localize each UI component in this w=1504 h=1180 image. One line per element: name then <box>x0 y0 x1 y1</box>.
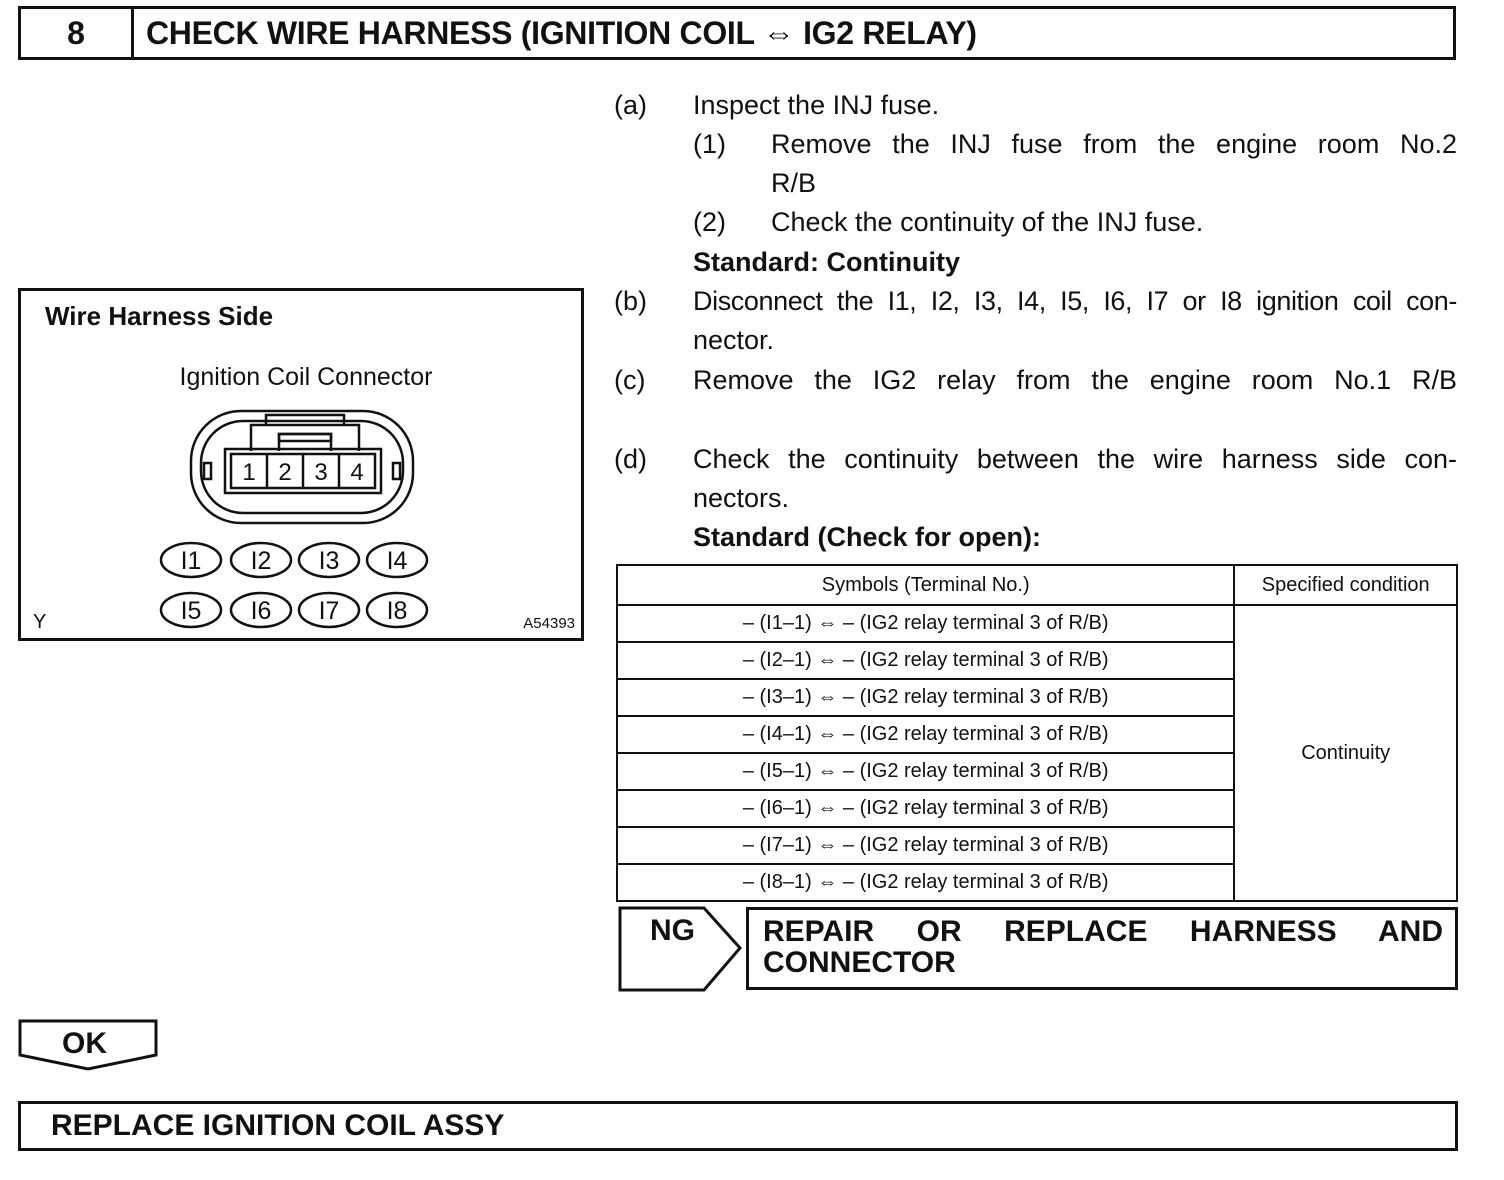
continuity-table: Symbols (Terminal No.) Specified conditi… <box>615 564 1458 902</box>
table-row: – (I2–1) ⇔ – (IG2 relay terminal 3 of R/… <box>615 641 1457 680</box>
table-cell-symbol: – (I6–1) ⇔ – (IG2 relay terminal 3 of R/… <box>615 789 1236 828</box>
step-a2-label: (2) <box>693 207 726 237</box>
connector-oval-i1 <box>159 541 223 579</box>
step-d-label: (d) <box>614 444 647 474</box>
table-row: – (I6–1) ⇔ – (IG2 relay terminal 3 of R/… <box>615 789 1457 828</box>
table-row: – (I1–1) ⇔ – (IG2 relay terminal 3 of R/… <box>615 604 1458 902</box>
ng-result-line2: CONNECTOR <box>763 946 956 979</box>
table-row: – (I8–1) ⇔ – (IG2 relay terminal 3 of R/… <box>615 863 1457 902</box>
table-header-condition: Specified condition <box>1233 564 1458 606</box>
step-d-line2: nectors. <box>693 483 790 513</box>
connector-drawing: 1 2 3 4 I1 I2 I3 I4 I5 I6 I7 I8 <box>159 409 429 629</box>
step-a1-label: (1) <box>693 129 726 159</box>
illustration-title: Wire Harness Side <box>45 301 274 331</box>
connector-oval-i5 <box>159 591 223 629</box>
step-c-label: (c) <box>614 365 646 395</box>
corner-mark: Y <box>33 611 47 633</box>
table-cell-symbol: – (I2–1) ⇔ – (IG2 relay terminal 3 of R/… <box>615 641 1236 680</box>
connector-lock-tab <box>249 423 361 451</box>
connector-oval-i7 <box>297 591 361 629</box>
connector-oval-i8 <box>365 591 429 629</box>
step-header: 8 CHECK WIRE HARNESS (IGNITION COIL ⇔ IG… <box>18 6 1456 60</box>
table-header-symbols: Symbols (Terminal No.) <box>615 564 1236 606</box>
step-a1-line2: R/B <box>771 168 817 198</box>
ng-arrow-icon <box>618 906 742 992</box>
ng-label: NG <box>650 914 695 947</box>
table-row: – (I4–1) ⇔ – (IG2 relay terminal 3 of R/… <box>615 715 1457 754</box>
table-cell-symbol: – (I8–1) ⇔ – (IG2 relay terminal 3 of R/… <box>615 863 1236 902</box>
connector-housing-inner <box>199 419 405 515</box>
step-number: 8 <box>21 9 134 57</box>
pin-label: 1 <box>242 459 255 486</box>
connector-label: I8 <box>387 597 408 625</box>
connector-label: I3 <box>319 547 340 575</box>
connector-label: I1 <box>181 547 202 575</box>
step-b-label: (b) <box>614 286 647 316</box>
step-a2-text: Check the continuity of the INJ fuse. <box>771 207 1204 237</box>
pin-label: 3 <box>314 459 327 486</box>
connector-label: I6 <box>251 597 272 625</box>
table-row: – (I5–1) ⇔ – (IG2 relay terminal 3 of R/… <box>615 752 1457 791</box>
connector-housing-outer <box>189 409 415 525</box>
connector-label: I2 <box>251 547 272 575</box>
step-a1-line1: Remove the INJ fuse from the engine room… <box>771 129 1457 159</box>
figure-code: A54393 <box>523 615 575 632</box>
table-row: – (I7–1) ⇔ – (IG2 relay terminal 3 of R/… <box>615 826 1457 865</box>
step-d-line1: Check the continuity between the wire ha… <box>693 444 1457 474</box>
connector-oval-i2 <box>229 541 293 579</box>
step-title: CHECK WIRE HARNESS (IGNITION COIL ⇔ IG2 … <box>146 14 977 51</box>
connector-oval-i4 <box>365 541 429 579</box>
step-c-text: Remove the IG2 relay from the engine roo… <box>693 365 1457 395</box>
table-cell-symbol: – (I7–1) ⇔ – (IG2 relay terminal 3 of R/… <box>615 826 1236 865</box>
table-header-row: Symbols (Terminal No.) Specified conditi… <box>615 564 1458 606</box>
pin-label: 2 <box>278 459 291 486</box>
connector-label: I7 <box>319 597 340 625</box>
connector-oval-i6 <box>229 591 293 629</box>
step-a-standard: Standard: Continuity <box>693 247 960 277</box>
ok-arrow-icon <box>18 1019 158 1071</box>
connector-oval-i3 <box>297 541 361 579</box>
table-cell-symbol: – (I1–1) ⇔ – (IG2 relay terminal 3 of R/… <box>615 604 1236 643</box>
step-a-text: Inspect the INJ fuse. <box>693 90 940 120</box>
connector-illustration: Wire Harness Side Ignition Coil Connecto… <box>18 288 584 641</box>
table-cell-symbol: – (I3–1) ⇔ – (IG2 relay terminal 3 of R/… <box>615 678 1236 717</box>
ng-result-box: REPAIR OR REPLACE HARNESS AND CONNECTOR <box>746 907 1458 990</box>
step-d-standard: Standard (Check for open): <box>693 522 1042 552</box>
connector-label: I4 <box>387 547 408 575</box>
connector-label: I5 <box>181 597 202 625</box>
table-row: – (I3–1) ⇔ – (IG2 relay terminal 3 of R/… <box>615 678 1457 717</box>
ng-result-line1: REPAIR OR REPLACE HARNESS AND <box>763 915 1443 948</box>
table-cell-symbol: – (I4–1) ⇔ – (IG2 relay terminal 3 of R/… <box>615 715 1236 754</box>
table-cell-symbol: – (I5–1) ⇔ – (IG2 relay terminal 3 of R/… <box>615 752 1236 791</box>
table-cell-condition: Continuity <box>1233 604 1458 902</box>
final-action-box: REPLACE IGNITION COIL ASSY <box>18 1101 1458 1151</box>
ok-label: OK <box>62 1027 107 1060</box>
illustration-caption: Ignition Coil Connector <box>179 363 433 391</box>
step-b-line1: Disconnect the I1, I2, I3, I4, I5, I6, I… <box>693 286 1457 316</box>
pin-block-outer <box>223 447 383 495</box>
pin-label: 4 <box>350 459 363 486</box>
step-b-line2: nector. <box>693 325 775 355</box>
step-a-label: (a) <box>614 90 647 120</box>
